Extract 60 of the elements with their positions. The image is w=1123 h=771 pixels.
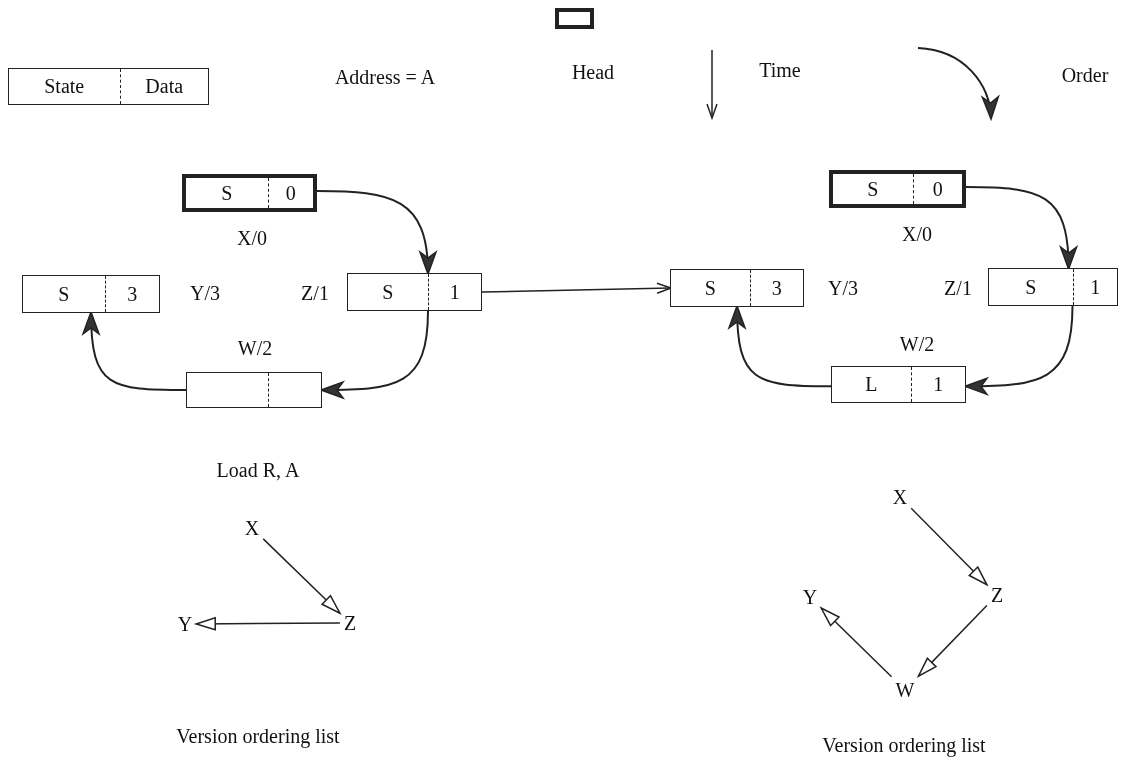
order-arrow: [910, 507, 988, 586]
state-text: S: [57, 281, 71, 307]
node-letter: Y: [801, 586, 819, 608]
arrow: [965, 186, 1077, 270]
version-label: Z/1: [301, 282, 329, 304]
node-letter: X: [243, 517, 261, 539]
data-text: 1: [427, 274, 481, 310]
data-text: 1: [1072, 269, 1117, 305]
caption: Version ordering list: [176, 725, 340, 747]
state-text: S: [1024, 274, 1038, 300]
version-label: Head: [571, 61, 615, 83]
arrow: [316, 190, 436, 275]
arrow: [320, 310, 429, 399]
caption: Version ordering list: [822, 734, 986, 756]
version-label: W/2: [899, 333, 935, 355]
cell-box: [8, 68, 209, 105]
order-arrow: [195, 617, 341, 631]
arrow: [728, 305, 832, 388]
version-label: Y/3: [190, 282, 220, 304]
state-text: L: [864, 372, 879, 397]
node-letter: Y: [176, 613, 194, 635]
cell-box: [186, 372, 322, 408]
arrow: [964, 305, 1074, 395]
cell-box: [670, 269, 804, 307]
data-text: Data: [119, 69, 208, 104]
version-label: X/0: [902, 223, 932, 245]
state-text: S: [220, 180, 234, 206]
version-label: W/2: [237, 337, 273, 359]
order-arrow: [262, 538, 341, 614]
state-text: State: [43, 74, 86, 99]
head-cell-box: [555, 8, 594, 29]
order-arrow: [820, 607, 893, 678]
cell-box: [347, 273, 482, 311]
head-cell-box: [829, 170, 966, 208]
version-label: Z/1: [944, 277, 972, 299]
head-cell-box: [182, 174, 317, 212]
key-label: Order: [1061, 64, 1109, 86]
state-text: S: [703, 275, 717, 301]
cell-box: [22, 275, 160, 313]
data-text: 3: [104, 276, 159, 312]
key-label: Address = A: [334, 66, 436, 88]
data-text: 0: [267, 178, 313, 208]
version-label: Y/3: [828, 277, 858, 299]
key-label: Time: [759, 59, 801, 81]
data-text: 0: [912, 174, 962, 204]
node-letter: W: [894, 679, 916, 701]
cell-box: [988, 268, 1118, 306]
arrow: [82, 311, 187, 391]
version-label: X/0: [237, 227, 267, 249]
node-letter: Z: [989, 584, 1005, 606]
state-text: S: [381, 279, 395, 305]
cell-box: [831, 366, 966, 403]
data-text: 3: [749, 270, 803, 306]
data-text: 1: [910, 367, 965, 402]
state-text: S: [866, 176, 880, 202]
node-letter: X: [891, 486, 909, 508]
node-letter: Z: [342, 612, 358, 634]
order-arrow: [917, 604, 988, 677]
instruction-label: Load R, A: [216, 459, 300, 481]
arrow: [481, 282, 672, 295]
